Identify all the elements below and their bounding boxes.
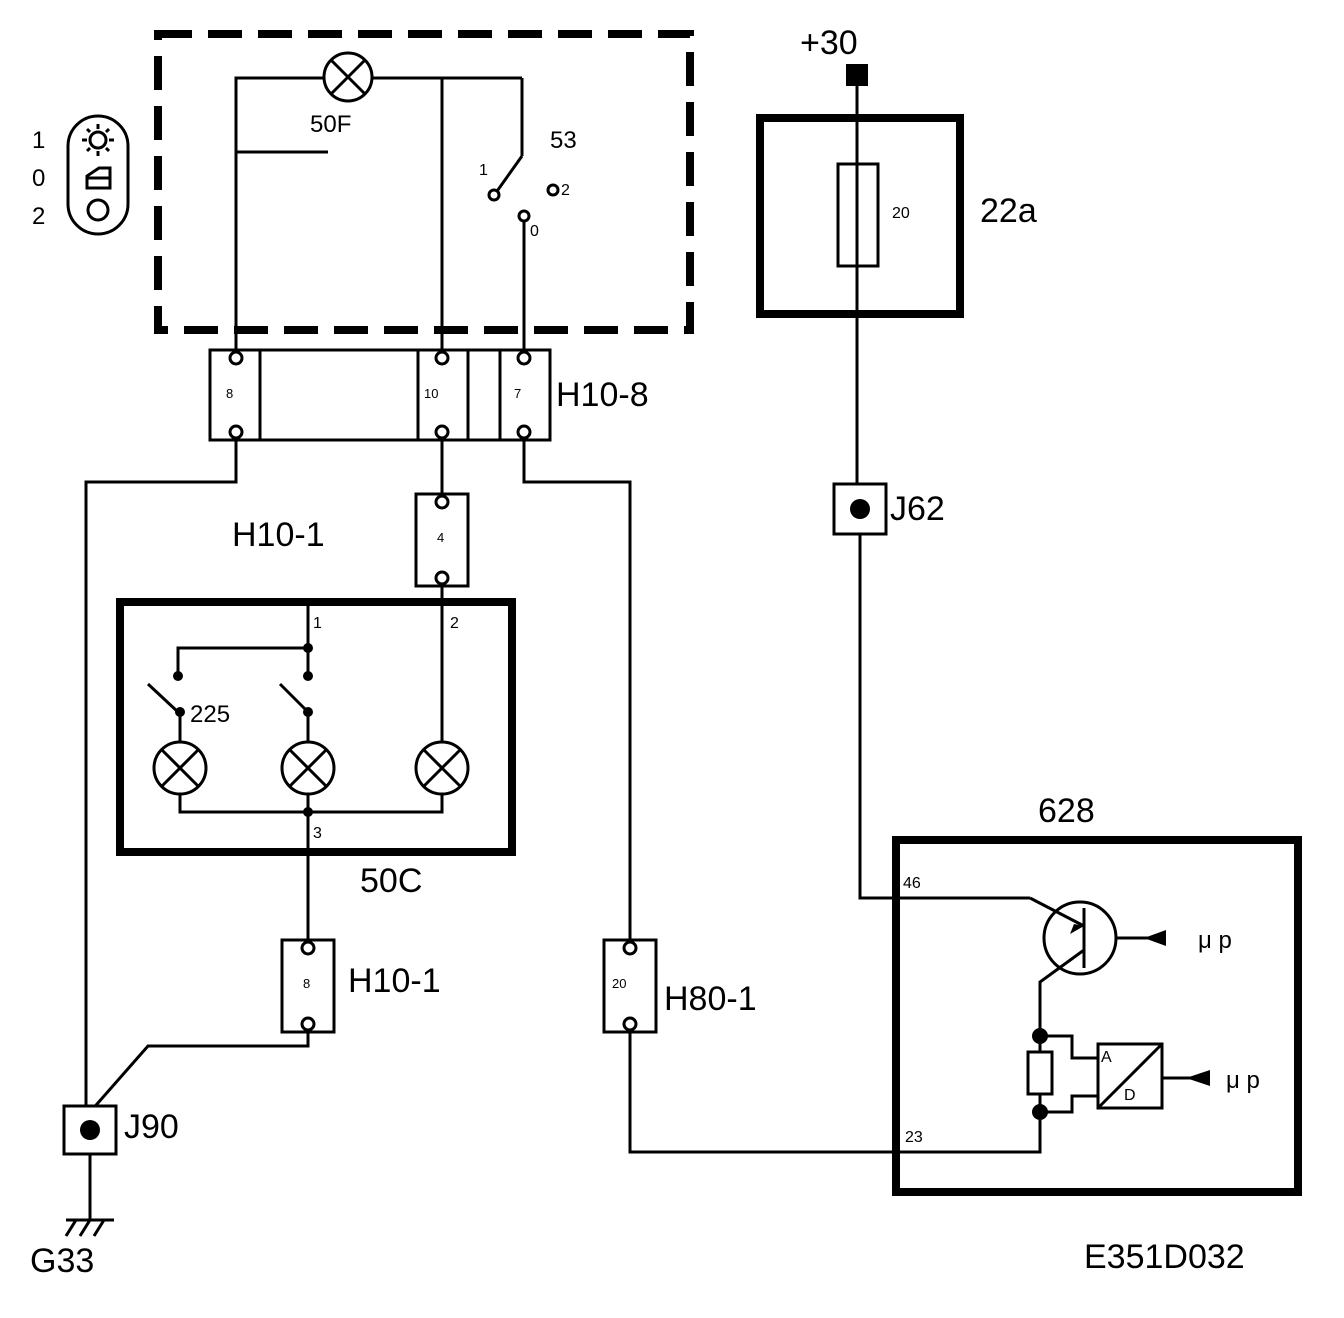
junction-dot bbox=[303, 643, 313, 653]
legend-label-2: 2 bbox=[32, 203, 45, 230]
H10-8-pin-10: 10 bbox=[424, 386, 438, 401]
ecu-pin-23: 23 bbox=[905, 1129, 923, 1146]
wire-H80-1-to-ecu-23 bbox=[628, 1030, 1042, 1154]
connector-label-H10-8: H10-8 bbox=[556, 376, 649, 414]
switch-pos-2: 2 bbox=[561, 182, 570, 199]
switch-contact-1 bbox=[487, 188, 501, 202]
ecu-pin-46: 46 bbox=[903, 875, 921, 892]
switch-pos-0: 0 bbox=[530, 223, 539, 240]
wire-pin8-to-ground bbox=[84, 438, 238, 1112]
wire-resistor-top-to-adc bbox=[1040, 1034, 1098, 1060]
switch-pos-1: 1 bbox=[479, 162, 488, 179]
splice-label-J62: J62 bbox=[890, 490, 945, 528]
junction-dot bbox=[303, 671, 313, 681]
adc-label-D: D bbox=[1124, 1087, 1136, 1104]
fuse-box-label-22a: 22a bbox=[980, 192, 1037, 230]
c50C-terminal-2: 2 bbox=[450, 615, 459, 632]
connector-label-H80-1: H80-1 bbox=[664, 980, 757, 1018]
connector-H10-8 bbox=[208, 348, 552, 442]
component-50C-box bbox=[116, 598, 516, 856]
bulb-icon bbox=[322, 51, 374, 103]
junction-dot bbox=[303, 807, 313, 817]
switch-housing-dashed bbox=[154, 30, 694, 334]
splice-J62 bbox=[832, 482, 888, 536]
ad-converter-icon bbox=[1096, 1042, 1210, 1110]
diagram-id: E351D032 bbox=[1084, 1238, 1245, 1276]
junction-dot bbox=[173, 671, 183, 681]
bulb-icon bbox=[414, 740, 470, 796]
ecu-628-box bbox=[892, 836, 1302, 1196]
bulb-icon bbox=[152, 740, 208, 796]
H80-1-pin: 20 bbox=[612, 976, 626, 991]
fuse-box-22a bbox=[756, 114, 964, 318]
H10-8-pin-7: 7 bbox=[514, 386, 521, 401]
switch-label-53: 53 bbox=[550, 127, 577, 154]
c50C-terminal-3: 3 bbox=[313, 825, 322, 842]
wire-pin7-to-H80-1 bbox=[522, 438, 632, 942]
ground-icon bbox=[64, 1218, 114, 1237]
component-label-50C: 50C bbox=[360, 862, 422, 900]
legend-label-0: 0 bbox=[32, 165, 45, 192]
junction-dot bbox=[175, 707, 185, 717]
resistor-icon bbox=[1026, 1036, 1054, 1112]
light-switch-legend-icon bbox=[66, 114, 130, 236]
supply-terminal bbox=[846, 64, 868, 86]
splice-label-J90: J90 bbox=[124, 1108, 179, 1146]
wire-resistor-bottom-to-adc bbox=[1040, 1094, 1098, 1114]
adc-label-A: A bbox=[1101, 1049, 1112, 1066]
wire-H10-1-to-J90 bbox=[88, 1030, 310, 1113]
splice-J90 bbox=[62, 1104, 118, 1156]
bulb-icon bbox=[280, 740, 336, 796]
switch-label-225: 225 bbox=[190, 701, 230, 728]
switch-contact-0 bbox=[517, 209, 531, 223]
transistor-icon bbox=[1029, 896, 1166, 1034]
lamp-label-50F: 50F bbox=[310, 111, 351, 138]
fuse-value: 20 bbox=[892, 205, 910, 222]
connector-label-H10-1-top: H10-1 bbox=[232, 516, 325, 554]
junction-dot bbox=[303, 707, 313, 717]
mu-p-bottom: μ p bbox=[1226, 1067, 1260, 1094]
housing-wiring bbox=[234, 76, 526, 352]
switch-contact-2 bbox=[546, 183, 560, 197]
mu-p-top: μ p bbox=[1198, 927, 1232, 954]
ecu-label-628: 628 bbox=[1038, 792, 1095, 830]
wire-J62-to-ecu-46 bbox=[858, 534, 1030, 900]
legend-label-1: 1 bbox=[32, 127, 45, 154]
H10-8-pin-8: 8 bbox=[226, 386, 233, 401]
c50C-terminal-1: 1 bbox=[313, 615, 322, 632]
H10-1-bottom-pin: 8 bbox=[303, 976, 310, 991]
H10-1-top-pin: 4 bbox=[437, 530, 444, 545]
ground-label-G33: G33 bbox=[30, 1242, 94, 1280]
supply-label-plus30: +30 bbox=[800, 24, 858, 62]
connector-label-H10-1-bottom: H10-1 bbox=[348, 962, 441, 1000]
